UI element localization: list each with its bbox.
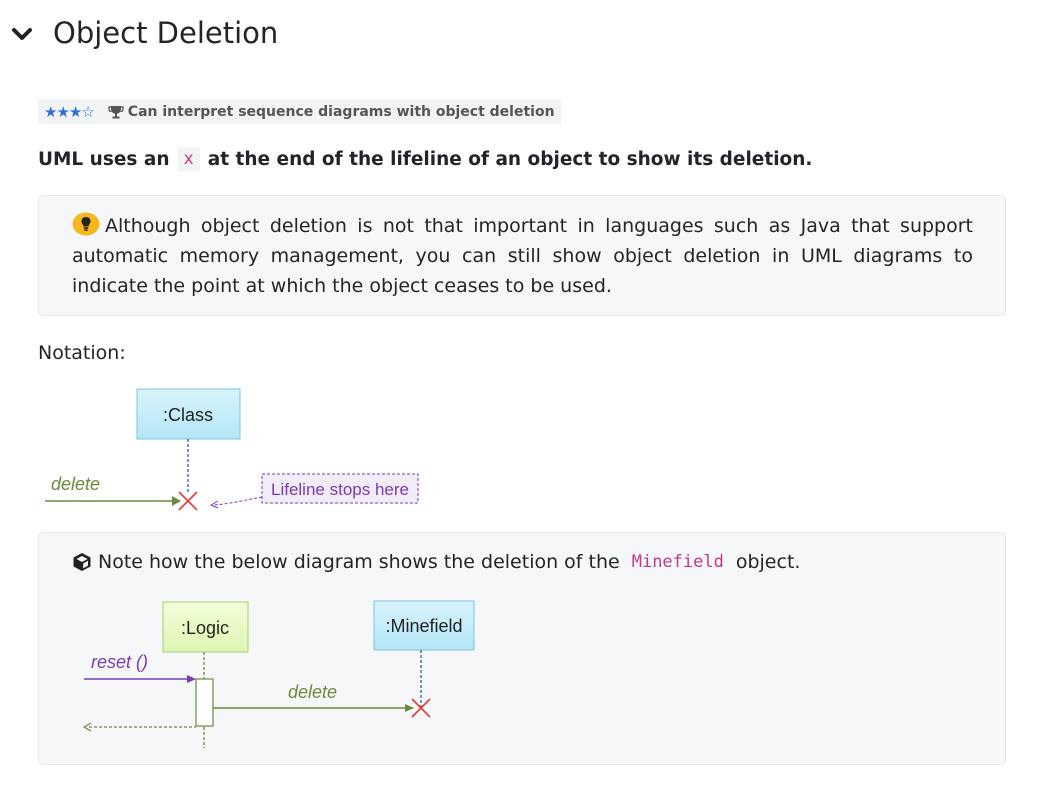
tip-box: Although object deletion is not that imp… bbox=[38, 195, 1006, 316]
lightbulb-icon bbox=[72, 212, 100, 236]
class-object-label: :Class bbox=[163, 405, 213, 425]
section-title: Object Deletion bbox=[53, 16, 279, 50]
inline-code-minefield: Minefield bbox=[631, 552, 724, 572]
notation-label: Notation: bbox=[38, 342, 126, 364]
logic-activation-bar bbox=[195, 678, 214, 727]
reset-message-label: reset () bbox=[91, 652, 148, 672]
example-sequence-diagram: :Logic :Minefield reset () delete bbox=[82, 600, 475, 748]
logic-object-label: :Logic bbox=[181, 618, 229, 638]
chevron-down-icon[interactable] bbox=[10, 22, 34, 46]
callout-box bbox=[261, 473, 419, 504]
callout-pointer bbox=[212, 496, 263, 506]
lead-text-after: at the end of the lifeline of an object … bbox=[207, 148, 813, 170]
inline-code-x: x bbox=[177, 147, 200, 171]
example-box: Note how the below diagram shows the del… bbox=[38, 532, 1006, 765]
example-text-before: Note how the below diagram shows the del… bbox=[98, 551, 620, 573]
badge-label: Can interpret sequence diagrams with obj… bbox=[127, 103, 555, 120]
callout-label: Lifeline stops here bbox=[271, 480, 409, 499]
delete-x-mark bbox=[178, 491, 198, 511]
skill-badge: ★★★☆ Can interpret sequence diagrams wit… bbox=[38, 99, 561, 124]
delete-message-label: delete bbox=[51, 474, 100, 494]
example-text-after: object. bbox=[735, 551, 801, 573]
lead-sentence: UML uses an x at the end of the lifeline… bbox=[38, 147, 812, 171]
star-rating: ★★★☆ bbox=[44, 102, 95, 121]
minefield-object-label: :Minefield bbox=[385, 616, 462, 636]
lead-text-before: UML uses an bbox=[38, 148, 170, 170]
tip-text: Although object deletion is not that imp… bbox=[72, 215, 973, 297]
notation-diagram: :Class delete Lifeline stops here bbox=[45, 388, 419, 511]
trophy-icon bbox=[108, 105, 124, 118]
class-object-box bbox=[136, 388, 241, 440]
cube-icon bbox=[73, 553, 91, 571]
example-note: Note how the below diagram shows the del… bbox=[72, 551, 800, 573]
logic-object-box bbox=[162, 601, 249, 653]
minefield-delete-x-mark bbox=[411, 698, 431, 718]
delete-message-label-2: delete bbox=[288, 682, 337, 702]
minefield-object-box bbox=[373, 600, 475, 651]
